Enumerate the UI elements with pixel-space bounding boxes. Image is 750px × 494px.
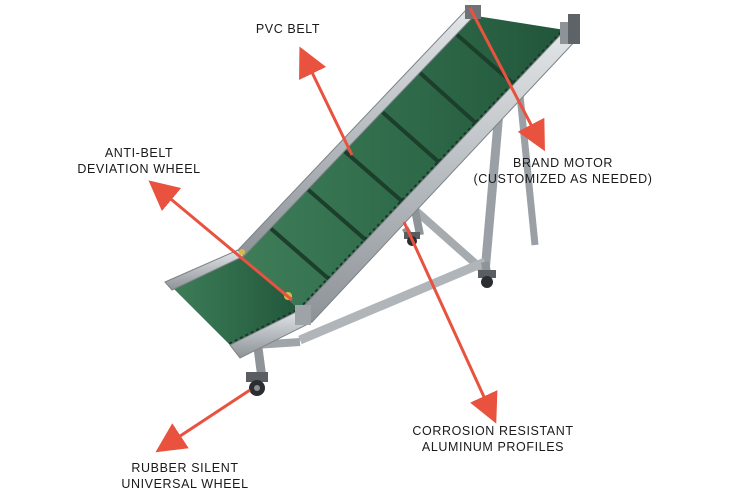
- aluminum-profiles-label: CORROSION RESISTANT ALUMINUM PROFILES: [398, 423, 588, 455]
- rubber-wheel-label: RUBBER SILENT UNIVERSAL WHEEL: [100, 460, 270, 492]
- universal-wheel: [246, 232, 496, 396]
- rubber-wheel-line-1: RUBBER SILENT: [131, 461, 239, 475]
- arrow-icon: [148, 7, 545, 453]
- anti-belt-line-1: ANTI-BELT: [104, 146, 174, 160]
- pvc-belt-line-1: PVC BELT: [255, 22, 321, 36]
- aluminum-line-2: ALUMINUM PROFILES: [421, 440, 565, 454]
- rubber-wheel-line-2: UNIVERSAL WHEEL: [121, 477, 249, 491]
- pvc-belt-label: PVC BELT: [228, 21, 348, 37]
- anti-belt-deviation-wheel-label: ANTI-BELT DEVIATION WHEEL: [54, 145, 224, 177]
- brand-motor-line-2: (CUSTOMIZED AS NEEDED): [473, 172, 653, 186]
- brand-motor-line-1: BRAND MOTOR: [512, 156, 614, 170]
- brand-motor-label: BRAND MOTOR (CUSTOMIZED AS NEEDED): [448, 155, 678, 187]
- anti-belt-line-2: DEVIATION WHEEL: [77, 162, 201, 176]
- aluminum-line-1: CORROSION RESISTANT: [412, 424, 574, 438]
- brand-motor: [465, 5, 580, 44]
